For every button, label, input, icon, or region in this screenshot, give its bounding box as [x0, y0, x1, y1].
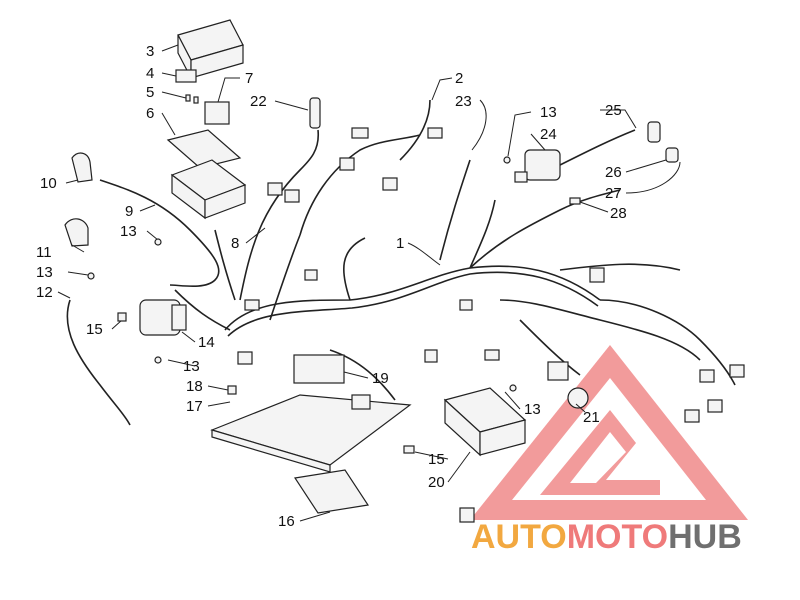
callout-22: 22 [250, 93, 267, 110]
spark-plug-cap-26 [647, 121, 679, 163]
callout-21: 21 [583, 409, 600, 426]
battery-cable-11-boot [64, 218, 89, 247]
screw-28 [569, 197, 581, 205]
callout-18: 18 [186, 378, 203, 395]
callout-17: 17 [186, 398, 203, 415]
callout-6: 6 [146, 105, 154, 122]
callout-10: 10 [40, 175, 57, 192]
callout-15-left: 15 [86, 321, 103, 338]
clamp-21 [567, 387, 589, 409]
fuse-panel-6 [166, 129, 242, 169]
watermark-logo-text: AUTOMOTOHUB [471, 518, 742, 556]
cdi-module-19 [293, 354, 345, 384]
watermark-logo-triangle [470, 345, 748, 520]
callout-5: 5 [146, 84, 154, 101]
callout-13-left: 13 [36, 264, 53, 281]
callout-12: 12 [36, 284, 53, 301]
callout-25: 25 [605, 102, 622, 119]
watermark-moto: MOTO [567, 518, 668, 556]
callout-14: 14 [198, 334, 215, 351]
fuse-4 [175, 69, 197, 83]
fuse-box-cover [177, 19, 244, 79]
cable-9 [99, 179, 220, 288]
sensor-22 [309, 97, 321, 129]
callout-23: 23 [455, 93, 472, 110]
svg-text:AUTOMOTOHUB: AUTOMOTOHUB [471, 518, 742, 556]
relay-7 [204, 101, 230, 125]
callout-1: 1 [396, 235, 404, 252]
callout-28: 28 [610, 205, 627, 222]
fuse-5 [185, 94, 199, 104]
watermark-auto: AUTO [471, 518, 567, 556]
callout-9: 9 [125, 203, 133, 220]
callout-24: 24 [540, 126, 557, 143]
callout-2: 2 [455, 70, 463, 87]
watermark-hub: HUB [668, 518, 742, 556]
mounting-plate-17 [210, 394, 412, 473]
pad-16 [293, 469, 370, 514]
callout-20: 20 [428, 474, 445, 491]
battery-cable-10-boot [71, 152, 93, 183]
callout-13-low: 13 [183, 358, 200, 375]
leader-lines [57, 44, 681, 522]
spark-plug-wire-25 [559, 129, 636, 166]
callout-19: 19 [372, 370, 389, 387]
callout-11: 11 [36, 244, 52, 261]
callout-13-right: 13 [524, 401, 541, 418]
callout-3: 3 [146, 43, 154, 60]
main-wiring-harness [174, 99, 736, 401]
fuse-block [170, 159, 247, 220]
voltage-regulator-20 [443, 387, 527, 457]
nut-13-top [503, 156, 511, 164]
callout-26: 26 [605, 164, 622, 181]
callout-27: 27 [605, 185, 622, 202]
callout-13-mid: 13 [120, 223, 137, 240]
ignition-coil-24 [514, 149, 561, 183]
harness-connectors [237, 127, 745, 523]
callout-4: 4 [146, 65, 154, 82]
hardware [87, 238, 517, 454]
callout-13-top: 13 [540, 104, 557, 121]
cable-12 [66, 299, 131, 426]
callout-8: 8 [231, 235, 239, 252]
callout-15-bottom: 15 [428, 451, 445, 468]
callout-7: 7 [245, 70, 253, 87]
callout-labels: 3 4 5 6 7 22 2 23 13 24 25 26 27 28 10 9… [36, 43, 627, 530]
callout-16: 16 [278, 513, 295, 530]
starter-solenoid-14 [139, 299, 187, 336]
